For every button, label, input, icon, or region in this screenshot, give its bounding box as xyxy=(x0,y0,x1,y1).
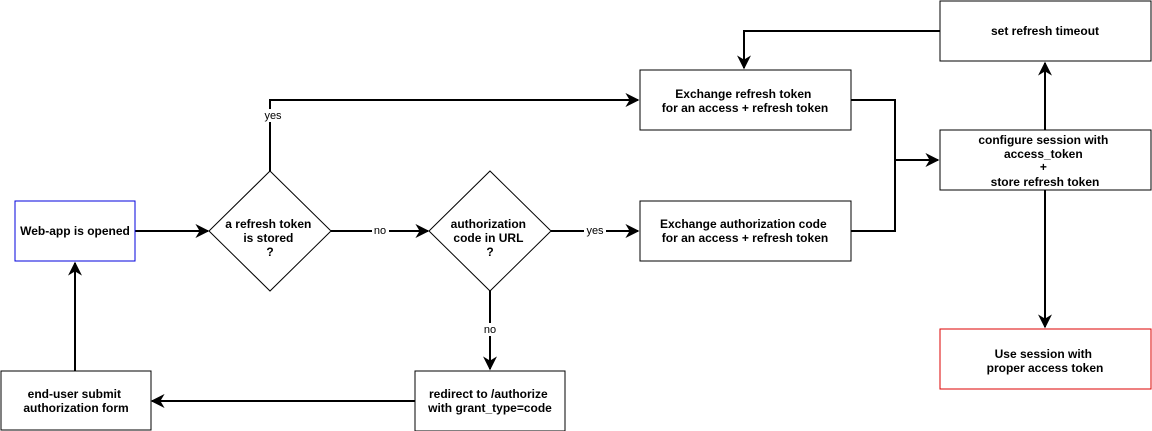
node-redirect-authorize: redirect to /authorize with grant_type=c… xyxy=(414,370,566,431)
edge-refresh-yes xyxy=(269,93,640,171)
edge-label-refresh-yes: yes xyxy=(262,109,284,122)
svg-text:configure session with a: configure session with access_token + st… xyxy=(978,133,1111,189)
svg-text:yes: yes xyxy=(586,225,604,237)
svg-text:no: no xyxy=(484,324,496,336)
svg-text:Use session with proper: Use session with proper access token xyxy=(987,347,1104,375)
edge-timeout-to-exchange-refresh xyxy=(737,30,940,70)
edge-label-code-yes: yes xyxy=(584,224,606,237)
svg-text:Exchange refresh token f: Exchange refresh token for an access + r… xyxy=(662,87,828,115)
svg-text:Web-app is opened: Web-app is opened xyxy=(20,224,130,238)
svg-text:a refresh token is store: a refresh token is stored ? xyxy=(225,217,314,259)
node-set-refresh-timeout: set refresh timeout xyxy=(939,0,1152,62)
edge-exchange-code-to-configure xyxy=(851,160,896,232)
decision-refresh-token-stored: a refresh token is stored ? xyxy=(208,170,332,292)
node-enduser-submit-form: end-user submit authorization form xyxy=(0,370,152,431)
svg-text:Exchange authorization code: Exchange authorization code for an acces… xyxy=(660,217,830,245)
svg-text:authorization code in UR: authorization code in URL ? xyxy=(451,217,530,259)
decision-auth-code-in-url: authorization code in URL ? xyxy=(428,170,552,292)
svg-text:end-user submit authoriz: end-user submit authorization form xyxy=(23,387,128,415)
node-configure-session: configure session with access_token + st… xyxy=(939,129,1152,191)
node-exchange-authorization-code: Exchange authorization code for an acces… xyxy=(639,200,852,262)
edge-label-code-no: no xyxy=(481,323,498,336)
svg-text:set refresh timeout: set refresh timeout xyxy=(991,24,1099,38)
svg-text:yes: yes xyxy=(264,110,282,122)
svg-text:redirect to /authorize w: redirect to /authorize with grant_type=c… xyxy=(427,387,552,415)
node-use-session: Use session with proper access token xyxy=(939,328,1152,390)
edge-label-refresh-no: no xyxy=(372,224,389,237)
node-exchange-refresh-token: Exchange refresh token for an access + r… xyxy=(639,69,852,131)
edge-exchange-refresh-to-configure xyxy=(851,99,940,167)
node-webapp-opened: Web-app is opened xyxy=(14,200,136,262)
svg-text:no: no xyxy=(374,225,386,237)
